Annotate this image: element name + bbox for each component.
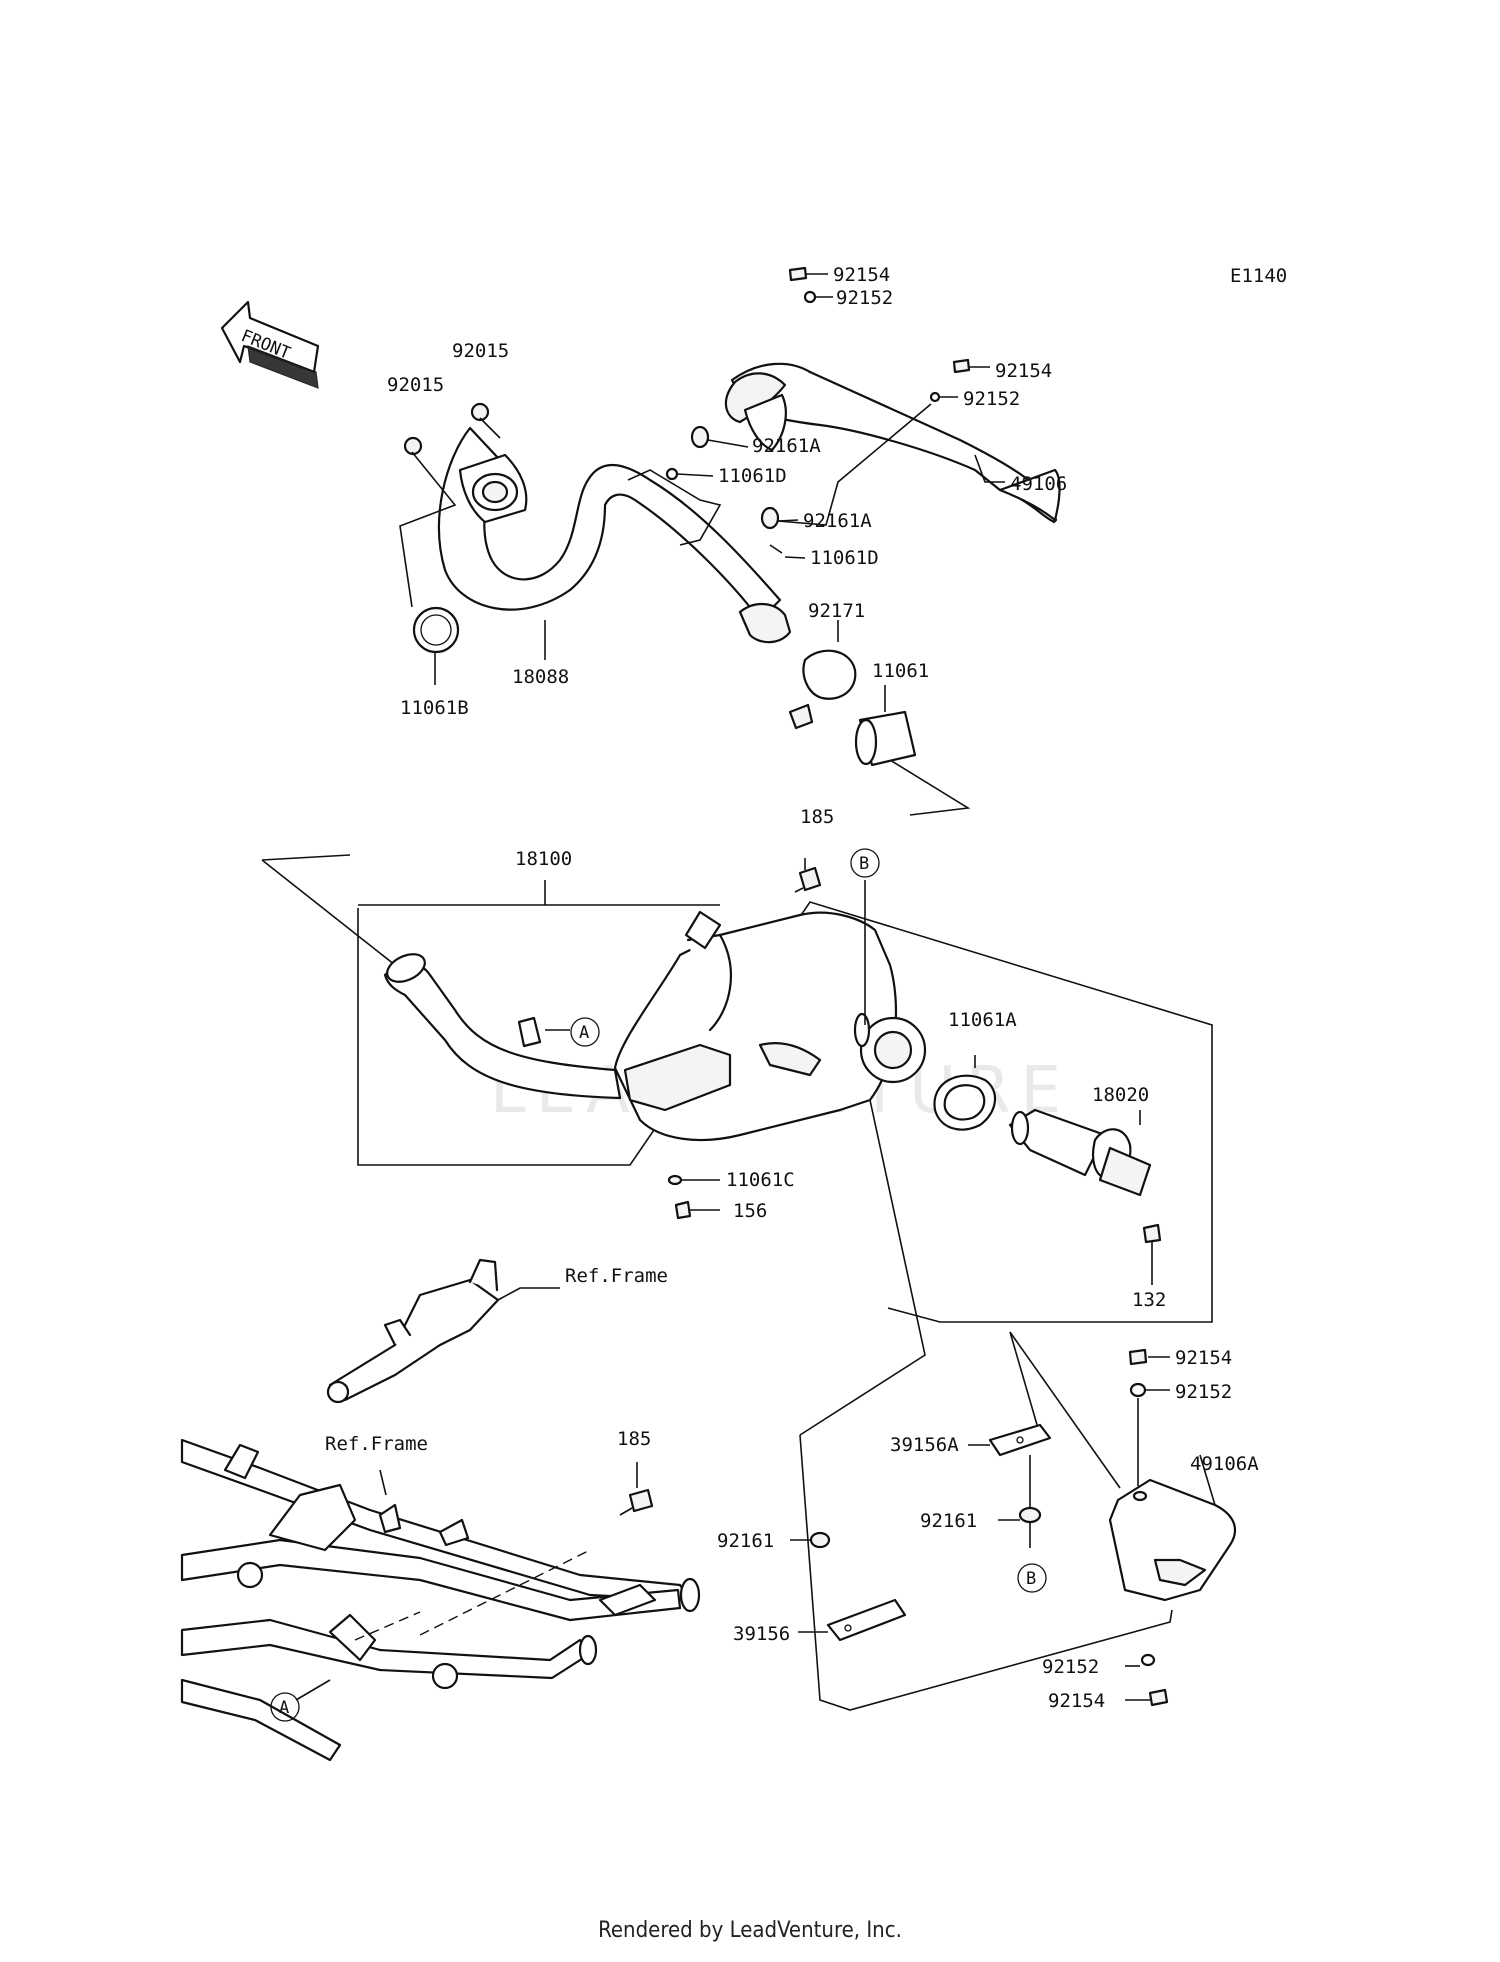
label-185: 185 — [800, 806, 834, 828]
callout-b: B — [850, 848, 880, 878]
label-49106: 49106 — [1010, 473, 1067, 495]
label-92154: 92154 — [1175, 1347, 1232, 1369]
label-39156: 39156 — [733, 1623, 790, 1645]
label-11061D: 11061D — [810, 547, 879, 569]
label-92154: 92154 — [833, 264, 890, 286]
label-92152: 92152 — [836, 287, 893, 309]
label-92171: 92171 — [808, 600, 865, 622]
exhaust-pipe-assembly — [399, 266, 1061, 816]
label-18100: 18100 — [515, 848, 572, 870]
label-92152: 92152 — [963, 388, 1020, 410]
label-ref-frame: Ref.Frame — [325, 1433, 428, 1455]
label-11061B: 11061B — [400, 697, 469, 719]
label-185: 185 — [617, 1428, 651, 1450]
label-92154: 92154 — [1048, 1690, 1105, 1712]
frame-assembly — [180, 1438, 701, 1762]
callout-a: A — [270, 1692, 300, 1722]
svg-text:B: B — [859, 854, 869, 874]
label-92152: 92152 — [1042, 1656, 1099, 1678]
label-18088: 18088 — [512, 666, 569, 688]
footer-credit: Rendered by LeadVenture, Inc. — [598, 1918, 902, 1943]
callout-a: A — [570, 1017, 600, 1047]
label-49106A: 49106A — [1190, 1453, 1259, 1475]
svg-text:A: A — [579, 1023, 589, 1043]
label-92152: 92152 — [1175, 1381, 1232, 1403]
label-11061C: 11061C — [726, 1169, 795, 1191]
diagram-code: E1140 — [1230, 265, 1287, 287]
label-11061: 11061 — [872, 660, 929, 682]
callout-b: B — [1017, 1563, 1047, 1593]
muffler-assembly — [261, 854, 1213, 1436]
label-92161A: 92161A — [803, 510, 872, 532]
label-92015: 92015 — [452, 340, 509, 362]
label-11061D: 11061D — [718, 465, 787, 487]
label-18020: 18020 — [1092, 1084, 1149, 1106]
front-arrow-icon: FRONT — [220, 300, 320, 389]
label-ref-frame: Ref.Frame — [565, 1265, 668, 1287]
label-92161: 92161 — [717, 1530, 774, 1552]
label-39156A: 39156A — [890, 1434, 959, 1456]
label-92161: 92161 — [920, 1510, 977, 1532]
lower-guard-assembly — [790, 1331, 1237, 1711]
part-labels: 92154 92152 92154 92152 92015 92015 9216… — [270, 264, 1259, 1722]
label-156: 156 — [733, 1200, 767, 1222]
label-92161A: 92161A — [752, 435, 821, 457]
label-132: 132 — [1132, 1289, 1166, 1311]
label-92015: 92015 — [387, 374, 444, 396]
label-92154: 92154 — [995, 360, 1052, 382]
svg-text:A: A — [279, 1698, 289, 1718]
label-11061A: 11061A — [948, 1009, 1017, 1031]
svg-text:B: B — [1026, 1569, 1036, 1589]
